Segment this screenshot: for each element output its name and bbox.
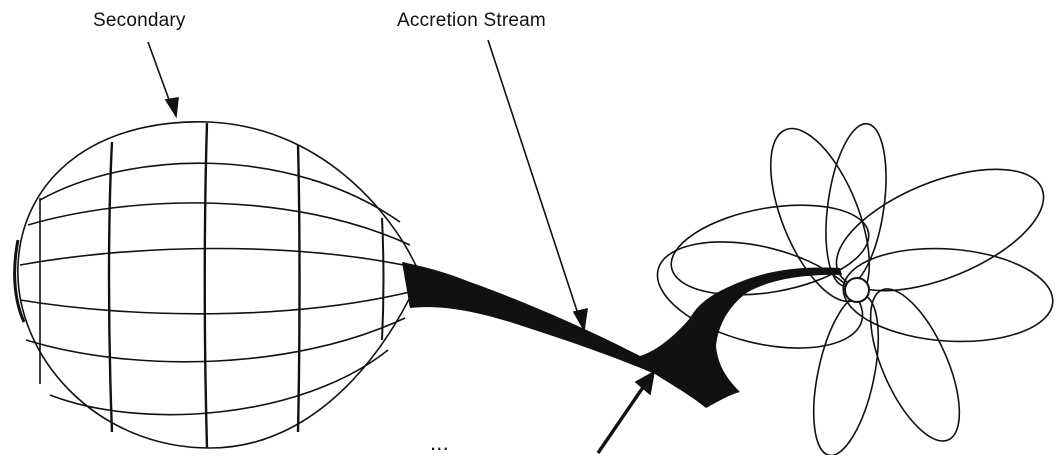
meridian-5	[382, 218, 384, 340]
meridian-3	[205, 123, 207, 448]
secondary-arrow-head	[166, 98, 178, 116]
field-loop-6	[802, 289, 891, 455]
stream-body	[402, 262, 842, 408]
field-loop-5	[852, 277, 977, 453]
accretion-stream-label: Accretion Stream	[397, 10, 546, 32]
secondary-label: Secondary	[93, 10, 186, 32]
primary-star	[845, 278, 869, 302]
label-arrows	[148, 40, 654, 453]
meridian-2	[109, 142, 112, 432]
latitude-5	[26, 318, 405, 362]
cropped-bottom-label: ...	[430, 430, 449, 456]
stream-arrow-line	[488, 40, 580, 320]
latitude-6	[50, 350, 388, 415]
latitude-4	[20, 290, 418, 314]
secondary-arrow-line	[148, 42, 172, 108]
latitude-3	[20, 248, 418, 268]
bottom-arrow-line	[598, 380, 648, 453]
latitude-2	[28, 203, 410, 245]
secondary-star	[15, 122, 420, 448]
meridian-4	[298, 145, 300, 432]
secondary-outline	[18, 122, 420, 448]
latitude-1	[40, 163, 400, 222]
accretion-stream	[402, 262, 842, 408]
